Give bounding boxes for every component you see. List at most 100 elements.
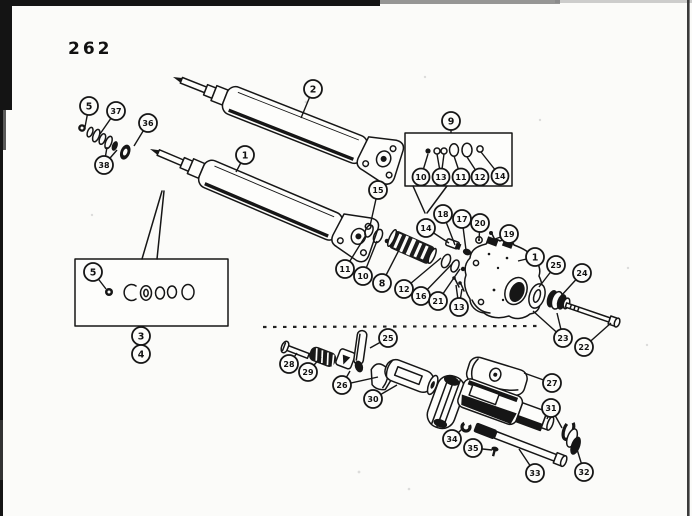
- svg-text:5: 5: [86, 101, 93, 112]
- callout-31: 31: [541, 398, 563, 429]
- callout-36: 36: [133, 113, 158, 147]
- svg-text:19: 19: [503, 230, 515, 239]
- flanged-disc: [426, 374, 466, 430]
- callout-2: 2: [300, 79, 323, 119]
- svg-text:5: 5: [90, 267, 97, 278]
- svg-text:1: 1: [532, 252, 539, 263]
- callout-38: 38: [94, 146, 118, 175]
- callout-12: 12: [466, 156, 490, 187]
- svg-text:18: 18: [437, 210, 449, 219]
- callout-24: 24: [560, 263, 592, 297]
- svg-text:1: 1: [242, 150, 249, 161]
- spool-rod: [473, 422, 568, 468]
- svg-text:12: 12: [398, 285, 409, 294]
- callout-35: 35: [463, 438, 493, 458]
- svg-text:15: 15: [372, 186, 384, 195]
- svg-text:35: 35: [467, 444, 479, 453]
- callout-13: 13: [431, 153, 451, 187]
- callout-12: 12: [394, 257, 442, 299]
- svg-text:17: 17: [456, 215, 467, 224]
- callout-33: 33: [518, 448, 545, 483]
- svg-text:23: 23: [557, 334, 568, 343]
- svg-text:16: 16: [415, 292, 427, 301]
- svg-text:25: 25: [382, 334, 394, 343]
- svg-text:32: 32: [578, 468, 589, 477]
- callout-14: 14: [480, 151, 510, 186]
- svg-text:4: 4: [138, 349, 145, 360]
- callout-26: 26: [332, 370, 379, 395]
- page-number: 262: [68, 39, 113, 59]
- callout-8: 8: [372, 249, 400, 293]
- callout-18: 18: [433, 204, 456, 246]
- svg-text:38: 38: [98, 161, 110, 170]
- svg-text:13: 13: [435, 173, 446, 182]
- callout-25: 25: [538, 255, 566, 288]
- svg-text:22: 22: [578, 343, 589, 352]
- svg-text:34: 34: [446, 435, 458, 444]
- callout-13: 13: [449, 284, 469, 317]
- svg-text:14: 14: [420, 224, 432, 233]
- callout-5: 5: [83, 262, 107, 290]
- callout-37: 37: [99, 101, 126, 135]
- washer-bushing-bolt: [528, 283, 621, 328]
- detent-assembly: [280, 329, 394, 391]
- callout-17: 17: [452, 209, 472, 251]
- svg-text:25: 25: [550, 261, 562, 270]
- callout-20: 20: [470, 213, 490, 241]
- callout-15: 15: [368, 180, 388, 227]
- callout-10: 10: [353, 240, 378, 286]
- callout-19: 19: [494, 224, 519, 244]
- callout-21: 21: [428, 268, 461, 311]
- callout-16: 16: [411, 263, 453, 306]
- svg-text:12: 12: [474, 173, 485, 182]
- svg-text:11: 11: [339, 265, 351, 274]
- spool-and-seals: [364, 224, 497, 292]
- rod-seal-stack: [78, 124, 131, 160]
- callout-27: 27: [523, 372, 562, 393]
- seal-kit-box: [74, 190, 229, 327]
- callout-11: 11: [451, 155, 471, 187]
- svg-text:36: 36: [142, 119, 154, 128]
- svg-text:2: 2: [310, 84, 317, 95]
- svg-text:10: 10: [415, 173, 427, 182]
- svg-text:8: 8: [379, 278, 386, 289]
- callout-14: 14: [416, 218, 450, 244]
- svg-text:11: 11: [455, 173, 467, 182]
- svg-text:13: 13: [453, 303, 464, 312]
- callout-5: 5: [79, 96, 99, 128]
- svg-text:30: 30: [367, 395, 379, 404]
- valve-sleeve: [384, 358, 439, 396]
- callout-34: 34: [442, 427, 464, 449]
- svg-text:37: 37: [110, 107, 121, 116]
- callout-1: 1: [517, 247, 545, 267]
- svg-text:14: 14: [494, 172, 506, 181]
- callout-29: 29: [298, 356, 322, 382]
- svg-text:24: 24: [576, 269, 588, 278]
- callout-32: 32: [574, 445, 594, 482]
- callout-23: 23: [532, 310, 573, 348]
- snap-washer: [460, 421, 472, 433]
- callout-10: 10: [411, 153, 431, 187]
- small-screw: [491, 446, 499, 457]
- svg-text:28: 28: [283, 360, 295, 369]
- callout-25: 25: [369, 328, 398, 349]
- callout-28: 28: [279, 352, 299, 374]
- callout-4: 4: [131, 344, 151, 364]
- svg-text:29: 29: [302, 368, 314, 377]
- svg-text:10: 10: [357, 272, 369, 281]
- svg-text:20: 20: [474, 219, 486, 228]
- svg-text:31: 31: [545, 404, 557, 413]
- svg-text:3: 3: [138, 331, 145, 342]
- callout-3: 3: [131, 326, 151, 346]
- svg-text:26: 26: [336, 381, 348, 390]
- lever-pin: [353, 329, 368, 373]
- callout-1: 1: [235, 145, 255, 173]
- callout-11: 11: [335, 234, 367, 279]
- kit-seal-parts: [105, 283, 195, 302]
- callout-30: 30: [363, 384, 398, 409]
